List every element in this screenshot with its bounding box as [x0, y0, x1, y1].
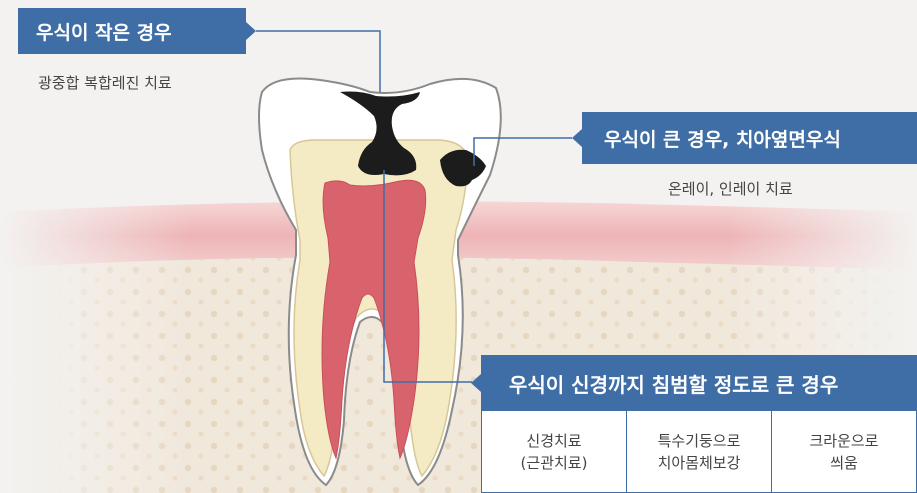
leader-line-small [256, 30, 381, 92]
callout-large-title: 우식이 큰 경우, 치아옆면우식 [604, 128, 841, 151]
pulp [321, 179, 427, 460]
option-line: 특수기둥으로 [657, 431, 741, 450]
option-line: 씌움 [830, 453, 858, 472]
leader-lines [256, 30, 572, 383]
option-line: 치아몸체보강 [657, 453, 741, 472]
callout-small-title: 우식이 작은 경우 [36, 21, 172, 44]
callout-nerve-caries: 우식이 신경까지 침범할 정도로 큰 경우 [471, 355, 917, 411]
option-post-reinforcement: 특수기둥으로 치아몸체보강 [627, 411, 772, 492]
leader-line-nerve [383, 170, 472, 383]
option-line: 크라운으로 [809, 431, 879, 450]
leader-line-large [473, 137, 572, 166]
treatment-small-caries: 광중합 복합레진 치료 [38, 74, 172, 92]
callout-small-caries: 우식이 작은 경우 [18, 8, 256, 54]
treatment-large-caries: 온레이, 인레이 치료 [668, 180, 793, 198]
option-line: 신경치료 [526, 431, 582, 450]
option-crown: 크라운으로 씌움 [772, 411, 916, 492]
option-root-canal: 신경치료 (근관치료) [482, 411, 627, 492]
callout-large-caries: 우식이 큰 경우, 치아옆면우식 [572, 112, 917, 164]
option-line: (근관치료) [520, 453, 588, 472]
tooth [258, 77, 502, 487]
caries-small [340, 91, 420, 176]
treatment-options: 신경치료 (근관치료) 특수기둥으로 치아몸체보강 크라운으로 씌움 [481, 411, 917, 493]
callout-nerve-title: 우식이 신경까지 침범할 정도로 큰 경우 [509, 372, 839, 397]
